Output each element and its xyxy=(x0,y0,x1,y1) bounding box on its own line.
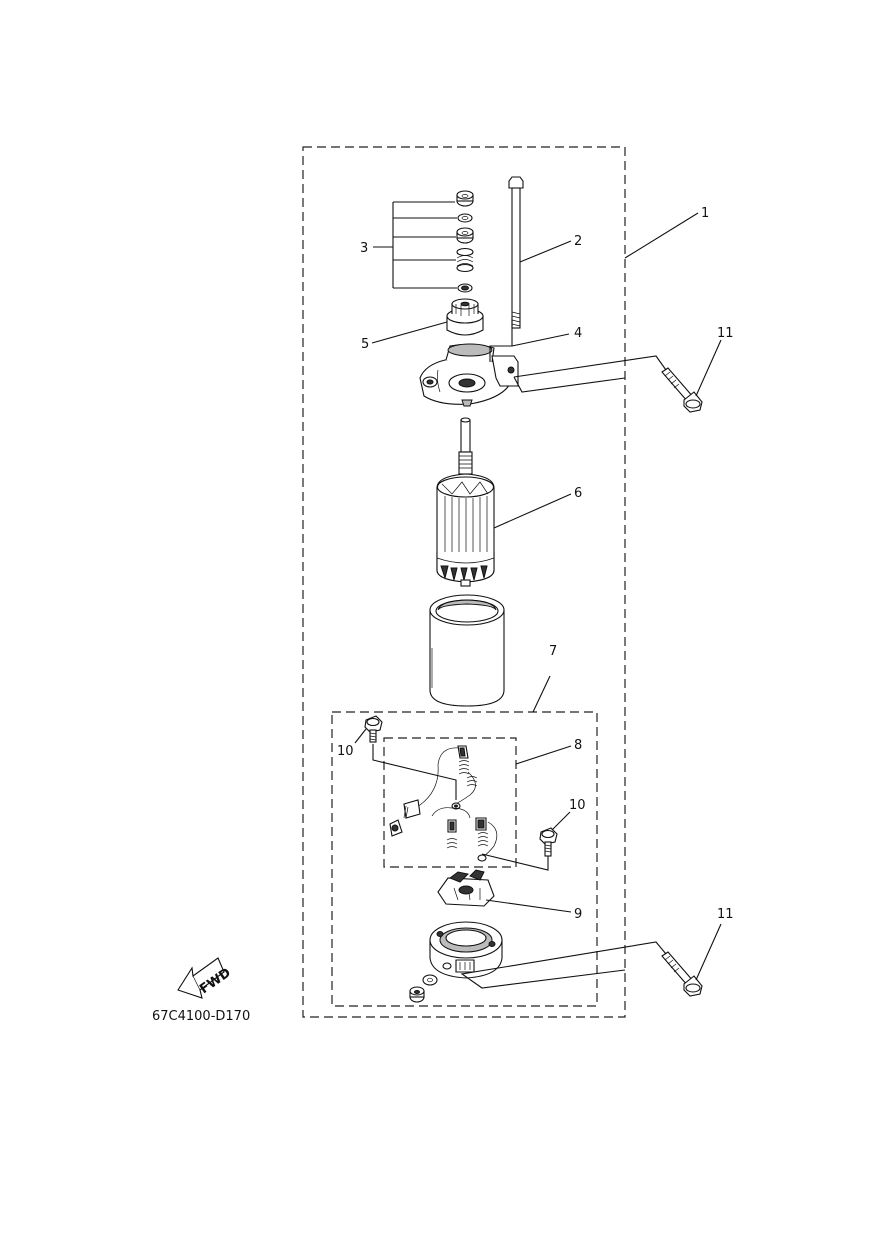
callout-1: 1 xyxy=(701,206,709,221)
callout-10-right: 10 xyxy=(569,798,586,813)
front-end-cover xyxy=(419,343,519,407)
callout-11-lower: 11 xyxy=(717,907,734,922)
callout-9: 9 xyxy=(574,907,582,922)
yoke-housing xyxy=(429,594,505,707)
subassembly-7-frame xyxy=(331,711,598,1007)
screw-10-right xyxy=(539,827,558,857)
callout-11-upper: 11 xyxy=(717,326,734,341)
bolt-11-lower xyxy=(661,951,703,997)
callout-2: 2 xyxy=(574,234,582,249)
rear-washer-nut xyxy=(409,974,438,1003)
callout-5: 5 xyxy=(361,337,369,352)
assembly-boundary-frame xyxy=(302,146,626,1018)
callout-8: 8 xyxy=(574,738,582,753)
callout-3: 3 xyxy=(360,241,368,256)
armature xyxy=(436,417,495,587)
through-bolt xyxy=(508,176,524,329)
screw-10-left xyxy=(364,715,383,743)
callout-7: 7 xyxy=(549,644,557,659)
leader-lines xyxy=(354,201,722,989)
callout-10-left: 10 xyxy=(337,744,354,759)
fwd-arrow-icon: FWD xyxy=(177,957,234,999)
brush-holder xyxy=(437,869,495,907)
callout-labels: 1 2 3 4 5 6 7 8 9 10 10 11 11 xyxy=(337,206,734,922)
diagram-code: 67C4100-D170 xyxy=(152,1009,250,1024)
callout-6: 6 xyxy=(574,486,582,501)
washer-spring-stack xyxy=(456,190,474,293)
rear-end-cover xyxy=(429,921,503,979)
subassembly-8-frame xyxy=(383,737,517,868)
callout-4: 4 xyxy=(574,326,582,341)
brush-set xyxy=(389,745,498,862)
pinion-gear xyxy=(446,298,484,336)
bolt-11-upper xyxy=(661,367,703,413)
